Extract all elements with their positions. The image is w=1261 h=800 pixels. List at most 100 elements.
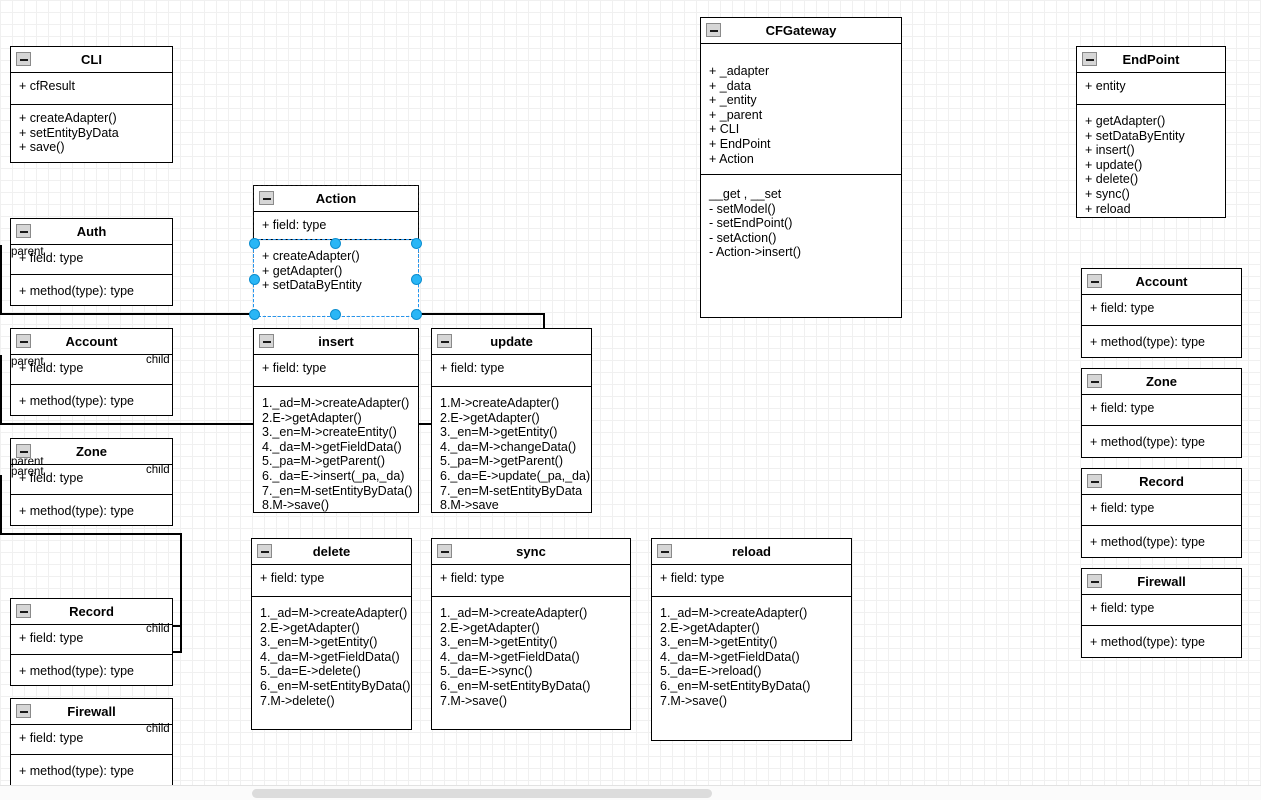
- operations-compartment[interactable]: __get , __set - setModel() - setEndPoint…: [701, 175, 901, 266]
- operations-compartment[interactable]: 1._ad=M->createAdapter() 2.E->getAdapter…: [432, 597, 630, 714]
- operation-row: + method(type): type: [19, 764, 134, 778]
- uml-class-cli[interactable]: CLI + cfResult + createAdapter() + setEn…: [10, 46, 173, 163]
- uml-class-delete[interactable]: delete + field: type 1._ad=M->createAdap…: [251, 538, 412, 730]
- collapse-icon[interactable]: [706, 23, 721, 37]
- operations-compartment[interactable]: + method(type): type: [11, 755, 172, 785]
- operations-compartment[interactable]: + method(type): type: [11, 495, 172, 525]
- operations-compartment[interactable]: 1._ad=M->createAdapter() 2.E->getAdapter…: [252, 597, 411, 714]
- collapse-icon[interactable]: [1087, 374, 1102, 388]
- operation-row: + method(type): type: [1090, 335, 1205, 349]
- attributes-compartment[interactable]: + field: type: [432, 565, 630, 597]
- class-name: Record: [69, 604, 114, 619]
- collapse-icon[interactable]: [257, 544, 272, 558]
- attributes-compartment[interactable]: + field: type: [1082, 295, 1241, 326]
- attributes-compartment[interactable]: + field: type: [11, 625, 172, 655]
- collapse-icon[interactable]: [16, 604, 31, 618]
- attribute-row: + EndPoint: [709, 136, 771, 151]
- operation-row: + getAdapter(): [1085, 114, 1166, 128]
- action-operations-compartment[interactable]: + createAdapter() + getAdapter() + setDa…: [254, 241, 418, 315]
- attributes-compartment[interactable]: + entity: [1077, 73, 1225, 105]
- operations-compartment[interactable]: + getAdapter() + setDataByEntity + inser…: [1077, 105, 1225, 222]
- uml-class-firewall-left[interactable]: Firewall + field: type + method(type): t…: [10, 698, 173, 786]
- class-title: CFGateway: [701, 18, 901, 44]
- class-name: Action: [315, 191, 357, 206]
- uml-class-account-left[interactable]: Account + field: type + method(type): ty…: [10, 328, 173, 416]
- operations-compartment[interactable]: + method(type): type: [11, 385, 172, 415]
- uml-class-sync[interactable]: sync + field: type 1._ad=M->createAdapte…: [431, 538, 631, 730]
- attributes-compartment[interactable]: + field: type: [1082, 395, 1241, 426]
- attribute-row: + field: type: [19, 471, 84, 485]
- resize-handle-ne[interactable]: [411, 238, 422, 249]
- operations-compartment[interactable]: + method(type): type: [1082, 326, 1241, 356]
- attribute-row: + field: type: [19, 361, 84, 375]
- collapse-icon[interactable]: [657, 544, 672, 558]
- collapse-icon[interactable]: [16, 444, 31, 458]
- attributes-compartment[interactable]: + field: type: [11, 725, 172, 755]
- operation-row: 5._da=E->reload(): [660, 664, 762, 679]
- collapse-icon[interactable]: [1087, 274, 1102, 288]
- attributes-compartment[interactable]: + field: type: [652, 565, 851, 597]
- collapse-icon[interactable]: [16, 224, 31, 238]
- uml-class-firewall-right[interactable]: Firewall + field: type + method(type): t…: [1081, 568, 1242, 658]
- collapse-icon[interactable]: [1082, 52, 1097, 66]
- uml-class-endpoint[interactable]: EndPoint + entity + getAdapter() + setDa…: [1076, 46, 1226, 218]
- operations-compartment[interactable]: 1._ad=M->createAdapter() 2.E->getAdapter…: [254, 387, 418, 519]
- attributes-compartment[interactable]: + field: type: [254, 355, 418, 387]
- operation-row: 1.M->createAdapter(): [440, 396, 560, 410]
- collapse-icon[interactable]: [16, 704, 31, 718]
- uml-class-insert[interactable]: insert + field: type 1._ad=M->createAdap…: [253, 328, 419, 513]
- attributes-compartment[interactable]: + cfResult: [11, 73, 172, 105]
- horizontal-scrollbar[interactable]: [0, 785, 1261, 800]
- operations-compartment[interactable]: + method(type): type: [1082, 626, 1241, 656]
- resize-handle-s[interactable]: [330, 309, 341, 320]
- collapse-icon[interactable]: [16, 52, 31, 66]
- resize-handle-sw[interactable]: [249, 309, 260, 320]
- attributes-compartment[interactable]: + _adapter + _data + _entity + _parent +…: [701, 44, 901, 175]
- resize-handle-se[interactable]: [411, 309, 422, 320]
- operations-compartment[interactable]: + method(type): type: [11, 655, 172, 685]
- operations-compartment[interactable]: + createAdapter() + setEntityByData + sa…: [11, 105, 172, 161]
- operations-compartment[interactable]: 1._ad=M->createAdapter() 2.E->getAdapter…: [652, 597, 851, 714]
- uml-class-zone-right[interactable]: Zone + field: type + method(type): type: [1081, 368, 1242, 458]
- resize-handle-w[interactable]: [249, 274, 260, 285]
- resize-handle-e[interactable]: [411, 274, 422, 285]
- class-name: Account: [1135, 274, 1188, 289]
- class-name: sync: [516, 544, 546, 559]
- operation-row: 3._en=M->getEntity(): [260, 635, 378, 650]
- attributes-compartment[interactable]: + field: type: [252, 565, 411, 597]
- attributes-compartment[interactable]: + field: type: [1082, 495, 1241, 526]
- collapse-icon[interactable]: [1087, 574, 1102, 588]
- uml-class-account-right[interactable]: Account + field: type + method(type): ty…: [1081, 268, 1242, 358]
- attributes-compartment[interactable]: + field: type: [1082, 595, 1241, 626]
- operations-compartment[interactable]: + method(type): type: [1082, 426, 1241, 456]
- operation-row: 6._en=M-setEntityByData(): [440, 678, 591, 693]
- class-name: Record: [1139, 474, 1184, 489]
- collapse-icon[interactable]: [437, 544, 452, 558]
- attributes-compartment[interactable]: + field: type: [11, 245, 172, 275]
- operations-compartment[interactable]: + method(type): type: [1082, 526, 1241, 556]
- collapse-icon[interactable]: [259, 334, 274, 348]
- operations-compartment[interactable]: + method(type): type: [11, 275, 172, 305]
- uml-class-zone-left[interactable]: Zone + field: type + method(type): type: [10, 438, 173, 526]
- uml-class-update[interactable]: update + field: type 1.M->createAdapter(…: [431, 328, 592, 513]
- resize-handle-nw[interactable]: [249, 238, 260, 249]
- horizontal-scrollbar-thumb[interactable]: [252, 789, 712, 798]
- uml-class-reload[interactable]: reload + field: type 1._ad=M->createAdap…: [651, 538, 852, 741]
- resize-handle-n[interactable]: [330, 238, 341, 249]
- operation-row: 5._pa=M->getParent(): [440, 454, 563, 469]
- attributes-compartment[interactable]: + field: type: [432, 355, 591, 387]
- uml-class-cfgateway[interactable]: CFGateway + _adapter + _data + _entity +…: [700, 17, 902, 318]
- collapse-icon[interactable]: [1087, 474, 1102, 488]
- collapse-icon[interactable]: [16, 334, 31, 348]
- attribute-row: + _entity: [709, 93, 757, 108]
- operations-compartment[interactable]: 1.M->createAdapter() 2.E->getAdapter() 3…: [432, 387, 591, 519]
- collapse-icon[interactable]: [259, 191, 274, 205]
- attributes-compartment[interactable]: + field: type: [11, 355, 172, 385]
- uml-class-record-left[interactable]: Record + field: type + method(type): typ…: [10, 598, 173, 686]
- uml-class-auth[interactable]: Auth + field: type + method(type): type: [10, 218, 173, 306]
- attributes-compartment[interactable]: + field: type: [11, 465, 172, 495]
- assoc-label-child: child: [146, 464, 170, 476]
- uml-class-record-right[interactable]: Record + field: type + method(type): typ…: [1081, 468, 1242, 558]
- collapse-icon[interactable]: [437, 334, 452, 348]
